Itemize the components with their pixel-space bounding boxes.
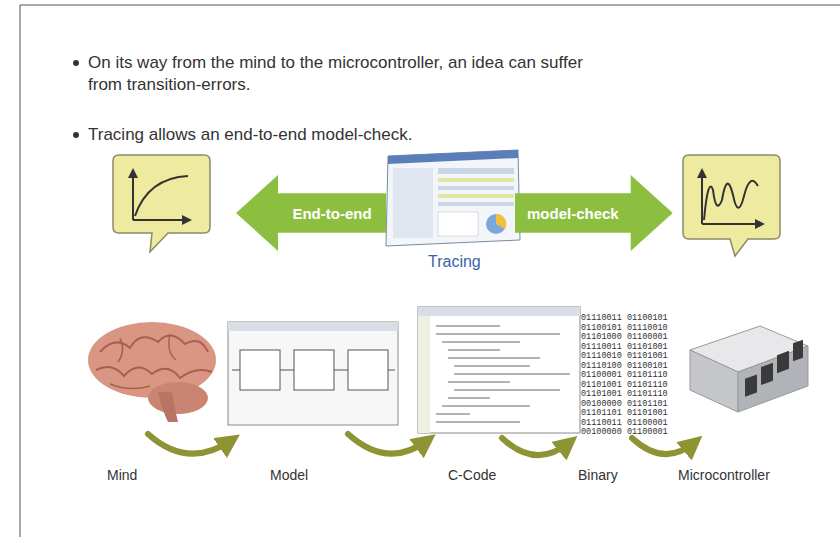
stage-label: Binary (578, 466, 618, 484)
stage-label: Microcontroller (678, 466, 770, 484)
block-arrow: End-to-end (236, 175, 386, 251)
stage-label: C-Code (448, 466, 496, 484)
arrow-label: End-to-end (292, 205, 371, 222)
binary-code: 01110011 01100101 01100101 01110010 0110… (581, 314, 673, 438)
speech-bubble (113, 155, 210, 252)
bullet-text: On its way from the mind to the microcon… (88, 52, 588, 96)
frame-line (20, 5, 840, 6)
speech-bubble (683, 155, 780, 256)
model-screenshot (228, 322, 398, 425)
code-screenshot (418, 307, 580, 433)
bullet-text: Tracing allows an end-to-end model-check… (88, 124, 688, 146)
frame-line (20, 5, 21, 537)
bullet-dot (73, 60, 79, 66)
stage-label: Model (270, 466, 308, 484)
brain-image (88, 322, 216, 422)
arrow-label: model-check (527, 205, 619, 222)
stage-label: Mind (107, 466, 137, 484)
microcontroller-image (690, 326, 808, 412)
bullet-dot (73, 132, 79, 138)
image-caption: Tracing (428, 252, 481, 273)
block-arrow: model-check (515, 175, 673, 251)
arrow-body (236, 175, 386, 251)
tracing-screenshot (386, 150, 520, 246)
arrow-body (515, 175, 673, 251)
